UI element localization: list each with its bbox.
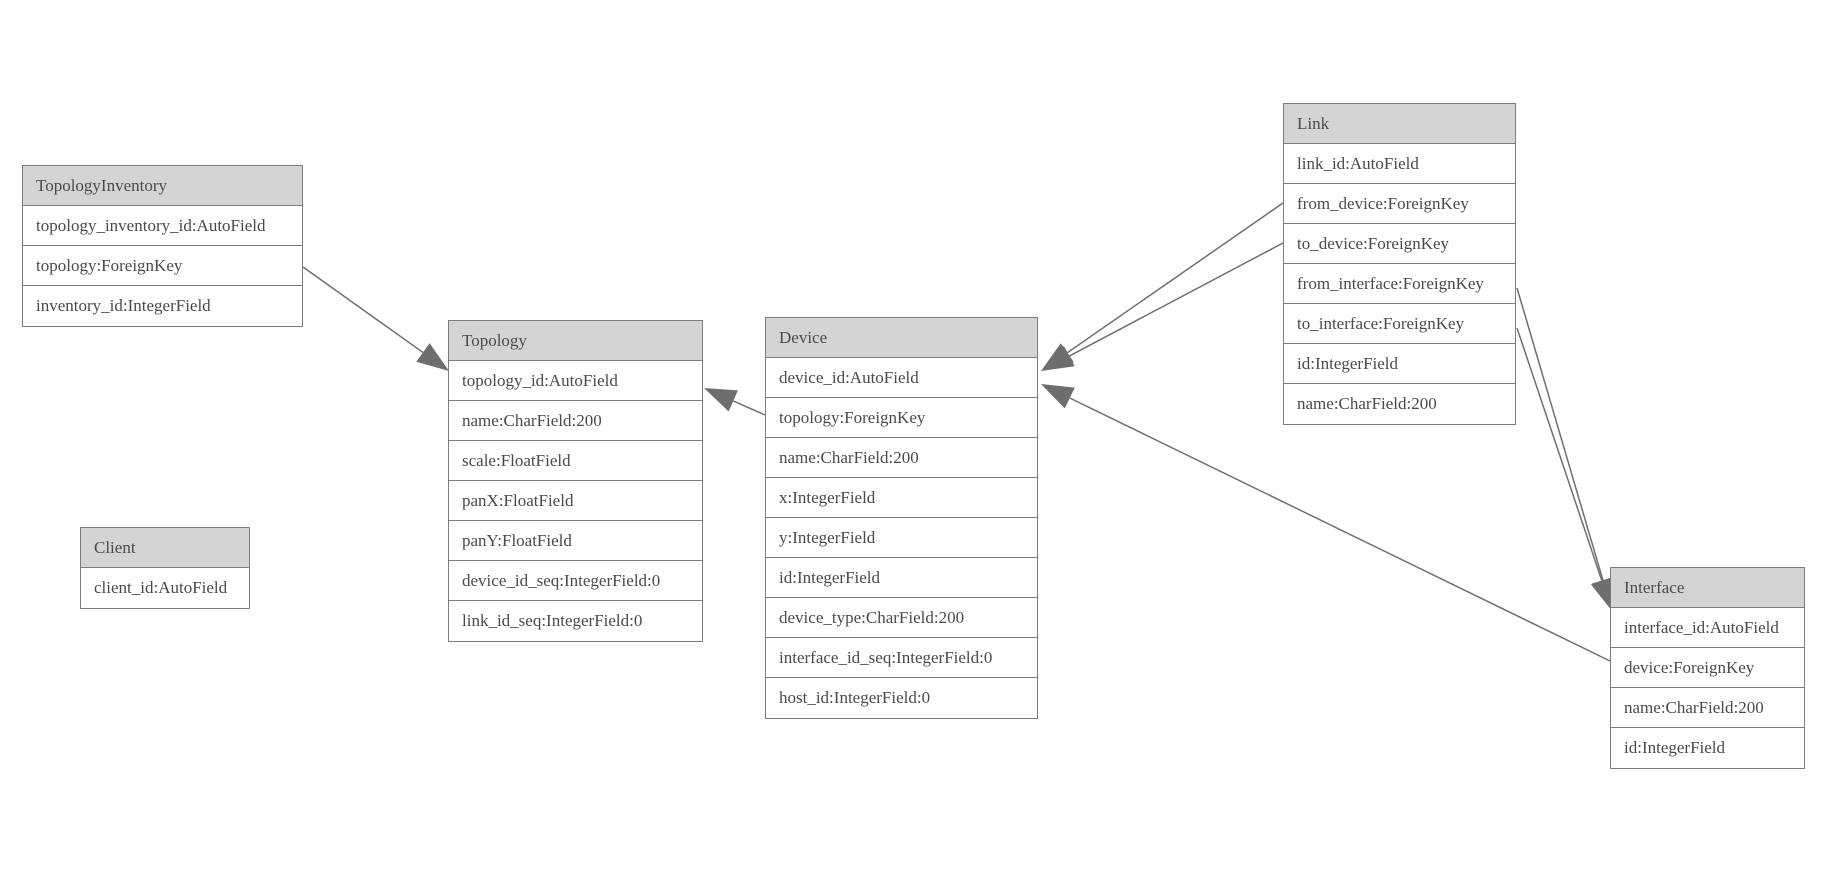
entity-field-topology-inventory: topology:ForeignKey — [23, 246, 302, 286]
relation-arrowhead-device-topology — [704, 388, 738, 412]
entity-title-link: Link — [1284, 104, 1515, 144]
entity-title-interface: Interface — [1611, 568, 1804, 608]
entity-field-device: id:IntegerField — [766, 558, 1037, 598]
entity-field-device: device_id:AutoField — [766, 358, 1037, 398]
entity-field-interface: name:CharField:200 — [1611, 688, 1804, 728]
entity-title-topology-inventory: TopologyInventory — [23, 166, 302, 206]
entity-field-device: name:CharField:200 — [766, 438, 1037, 478]
relation-line-link-to-device — [1068, 242, 1284, 357]
relation-line-link-from-interface — [1516, 287, 1604, 581]
entity-field-topology: topology_id:AutoField — [449, 361, 702, 401]
relation-arrowhead-topologyinventory-topology — [416, 343, 449, 371]
entity-field-link: id:IntegerField — [1284, 344, 1515, 384]
relation-line-device-topology — [732, 400, 766, 416]
relation-arrowhead-interface-device — [1041, 384, 1075, 409]
entity-field-device: host_id:IntegerField:0 — [779, 688, 931, 707]
entity-field-link: to_device:ForeignKey — [1284, 224, 1515, 264]
relation-line-interface-device — [1069, 397, 1611, 662]
entity-field-device: topology:ForeignKey — [766, 398, 1037, 438]
relation-line-topologyinventory-topology — [302, 266, 424, 354]
entity-field-device: interface_id_seq:IntegerField:0 — [766, 638, 1037, 678]
relation-line-link-from-device — [1066, 202, 1284, 354]
entity-field-topology-inventory: inventory_id:IntegerField — [36, 296, 211, 315]
entity-field-device: y:IntegerField — [766, 518, 1037, 558]
entity-title-device: Device — [766, 318, 1037, 358]
entity-field-topology: device_id_seq:IntegerField:0 — [449, 561, 702, 601]
entity-title-client: Client — [81, 528, 249, 568]
entity-field-link: link_id:AutoField — [1284, 144, 1515, 184]
entity-client: Client client_id:AutoField — [80, 527, 250, 609]
entity-field-topology: panY:FloatField — [449, 521, 702, 561]
relation-arrowhead-link-to-device — [1041, 345, 1075, 371]
entity-field-link: name:CharField:200 — [1297, 394, 1437, 413]
relation-line-link-to-interface — [1516, 327, 1603, 581]
entity-field-link: to_interface:ForeignKey — [1284, 304, 1515, 344]
relation-arrowhead-link-to-interface — [1590, 577, 1613, 611]
entity-field-link: from_interface:ForeignKey — [1284, 264, 1515, 304]
entity-title-topology: Topology — [449, 321, 702, 361]
entity-field-interface: interface_id:AutoField — [1611, 608, 1804, 648]
entity-field-topology: name:CharField:200 — [449, 401, 702, 441]
entity-field-topology: scale:FloatField — [449, 441, 702, 481]
entity-field-topology-inventory: topology_inventory_id:AutoField — [23, 206, 302, 246]
entity-field-interface: id:IntegerField — [1624, 738, 1726, 757]
entity-field-device: x:IntegerField — [766, 478, 1037, 518]
entity-field-interface: device:ForeignKey — [1611, 648, 1804, 688]
entity-field-topology: link_id_seq:IntegerField:0 — [462, 611, 643, 630]
entity-field-link: from_device:ForeignKey — [1284, 184, 1515, 224]
entity-field-topology: panX:FloatField — [449, 481, 702, 521]
entity-field-device: device_type:CharField:200 — [766, 598, 1037, 638]
entity-field-client: client_id:AutoField — [94, 578, 228, 597]
